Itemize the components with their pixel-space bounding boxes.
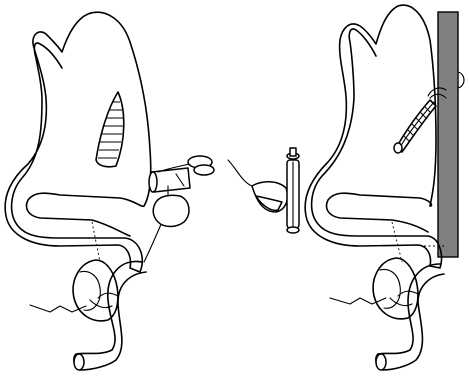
middle-panel <box>228 148 299 233</box>
left-pouch-lobe <box>80 272 100 311</box>
anvil-stapler <box>149 156 214 227</box>
stapler-bottom <box>287 227 299 233</box>
right-pouch <box>373 258 418 319</box>
left-stomach <box>5 12 151 272</box>
left-limb-end <box>74 354 84 370</box>
right-duct-line <box>330 298 386 304</box>
tube-end <box>394 143 402 153</box>
left-pouch <box>73 260 118 321</box>
anvil-body <box>153 195 189 226</box>
right-bar <box>438 12 458 257</box>
anvil-cylinder-end <box>149 172 157 192</box>
bar-tab <box>458 72 464 88</box>
right-stomach-inner <box>327 193 432 232</box>
left-suture-line <box>144 222 162 262</box>
right-pouch-lobe <box>380 270 400 309</box>
left-panel <box>5 12 214 370</box>
anvil-head-2 <box>194 165 214 175</box>
left-staple-window <box>96 92 124 167</box>
circular-stapler <box>287 148 299 233</box>
left-stomach-inner <box>27 193 145 236</box>
left-dotted-transection <box>92 222 100 262</box>
right-panel <box>305 5 464 370</box>
middle-wire <box>228 160 252 186</box>
right-limb-end <box>376 354 386 370</box>
tube-inner-line <box>398 102 434 150</box>
stapler-tip <box>290 148 296 156</box>
right-dotted-transection <box>392 222 402 262</box>
